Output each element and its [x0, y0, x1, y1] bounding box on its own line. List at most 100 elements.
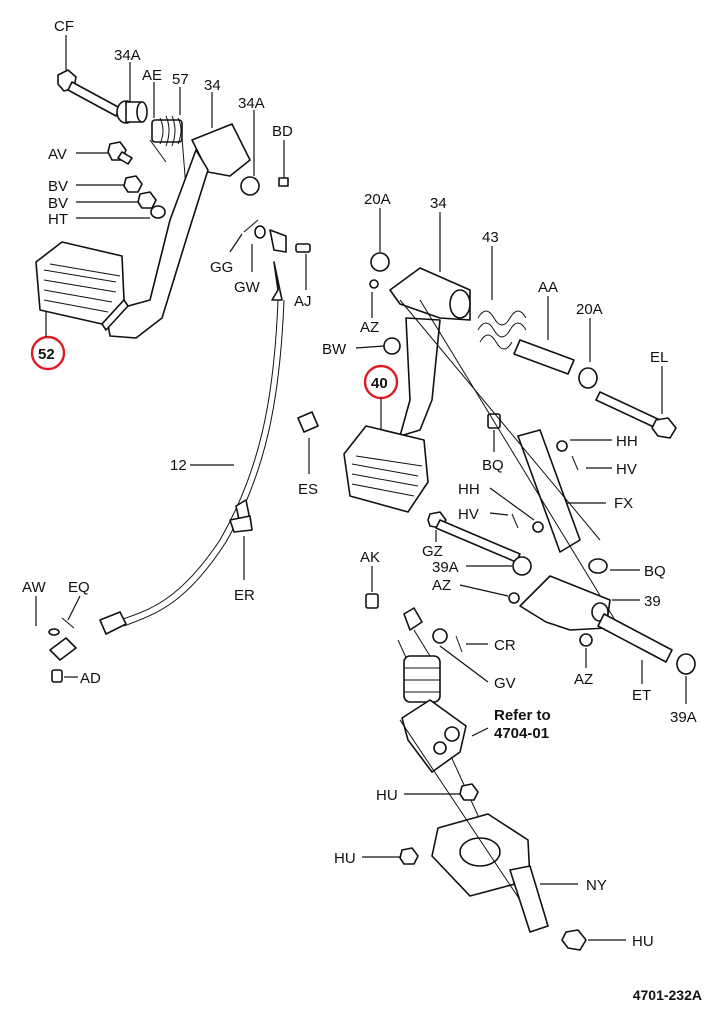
bushing-20a-right [578, 318, 598, 389]
callout-labels: CF 34A AE 57 34 34A BD AV BV BV HT GG GW… [22, 18, 702, 1003]
label-gz: GZ [422, 543, 443, 560]
clevis-ad [49, 637, 78, 683]
bolt-gz [427, 511, 521, 563]
label-bd: BD [272, 123, 293, 140]
pin-hv-1 [571, 455, 612, 471]
pedal-arm-40 [399, 317, 441, 437]
label-ad: AD [80, 670, 101, 687]
bolt-el [595, 366, 677, 439]
nut-az-top [369, 279, 379, 318]
label-fx: FX [614, 495, 633, 512]
label-39: 39 [644, 593, 661, 610]
label-43: 43 [482, 229, 499, 246]
pedal-pad-52 [35, 241, 129, 331]
label-az-2: AZ [432, 577, 451, 594]
label-az-1: AZ [360, 319, 379, 336]
label-bv-1: BV [48, 178, 68, 195]
label-34a-1: 34A [114, 47, 141, 64]
spring-57 [149, 82, 187, 189]
label-et: ET [632, 687, 651, 704]
bolt-hu-1 [404, 783, 479, 801]
nut-bv-2 [76, 191, 157, 209]
label-20a-2: 20A [576, 301, 603, 318]
nut-az-3 [579, 633, 593, 668]
bracket-ny [399, 719, 578, 933]
spring-43 [477, 246, 527, 350]
label-bv-2: BV [48, 195, 68, 212]
label-hv-1: HV [616, 461, 637, 478]
label-aw: AW [22, 579, 46, 596]
label-refer-to: Refer to [494, 707, 551, 724]
label-34a-2: 34A [238, 95, 265, 112]
label-34-1: 34 [204, 77, 221, 94]
label-hu-3: HU [632, 933, 654, 950]
label-39a-2: 39A [670, 709, 697, 726]
pin-cr [455, 635, 488, 653]
bolt-hu-2 [362, 847, 419, 865]
label-aj: AJ [294, 293, 312, 310]
clip-er [229, 499, 253, 580]
label-gw: GW [234, 279, 261, 296]
figure-number: 4701-232A [633, 987, 702, 1003]
nut-bv-1 [76, 175, 143, 193]
bushing-bw [355, 337, 401, 355]
washer-hh-1 [556, 439, 612, 452]
highlight-circle-52 [30, 335, 66, 371]
label-aa: AA [538, 279, 558, 296]
label-57: 57 [172, 71, 189, 88]
pedal-bracket-34 [389, 212, 471, 321]
pin-ak [365, 566, 379, 609]
label-bw: BW [322, 341, 347, 358]
clip-es [297, 411, 319, 474]
label-hu-1: HU [376, 787, 398, 804]
label-el: EL [650, 349, 668, 366]
label-bq-1: BQ [482, 457, 504, 474]
label-gv: GV [494, 675, 516, 692]
pin-eq [61, 595, 81, 629]
label-ny: NY [586, 877, 607, 894]
bushing-34a-right [240, 110, 289, 196]
label-hv-2: HV [458, 506, 479, 523]
label-az-3: AZ [574, 671, 593, 688]
label-34-2: 34 [430, 195, 447, 212]
washer-gv [432, 628, 489, 683]
bolt-cf [57, 35, 121, 117]
label-12: 12 [170, 457, 187, 474]
bushing-39a-2 [676, 653, 696, 704]
label-hh-2: HH [458, 481, 480, 498]
label-cf: CF [54, 18, 74, 35]
label-hu-2: HU [334, 850, 356, 867]
label-ae: AE [142, 67, 162, 84]
shaft-aa [513, 296, 575, 375]
label-52: 52 [38, 346, 55, 363]
pedal-pad-40 [343, 425, 429, 513]
clip-gg [229, 219, 259, 253]
linkage-fx [399, 299, 616, 621]
label-39a-1: 39A [432, 559, 459, 576]
label-es: ES [298, 481, 318, 498]
bushing-34a [116, 62, 148, 124]
pin-hv-2 [489, 512, 519, 529]
label-ht: HT [48, 211, 68, 228]
nut-az-2 [459, 584, 520, 604]
pin-bq-1 [487, 413, 501, 452]
bushing-20a-top [370, 208, 390, 272]
plug-ht [76, 205, 166, 219]
bolt-av [76, 141, 133, 165]
label-40: 40 [371, 375, 388, 392]
label-hh-1: HH [616, 433, 638, 450]
label-ak: AK [360, 549, 380, 566]
label-eq: EQ [68, 579, 90, 596]
washer-hh-2 [489, 487, 544, 533]
shaft-et [597, 613, 673, 684]
label-cr: CR [494, 637, 516, 654]
pedal-arm-52 [105, 92, 251, 339]
label-av: AV [48, 146, 67, 163]
bolt-hu-3 [561, 929, 626, 951]
pin-bq-2 [588, 558, 640, 574]
bracket-39 [519, 575, 640, 631]
label-20a-1: 20A [364, 191, 391, 208]
bushing-39a-1 [466, 556, 532, 576]
pin-aj [295, 243, 311, 290]
